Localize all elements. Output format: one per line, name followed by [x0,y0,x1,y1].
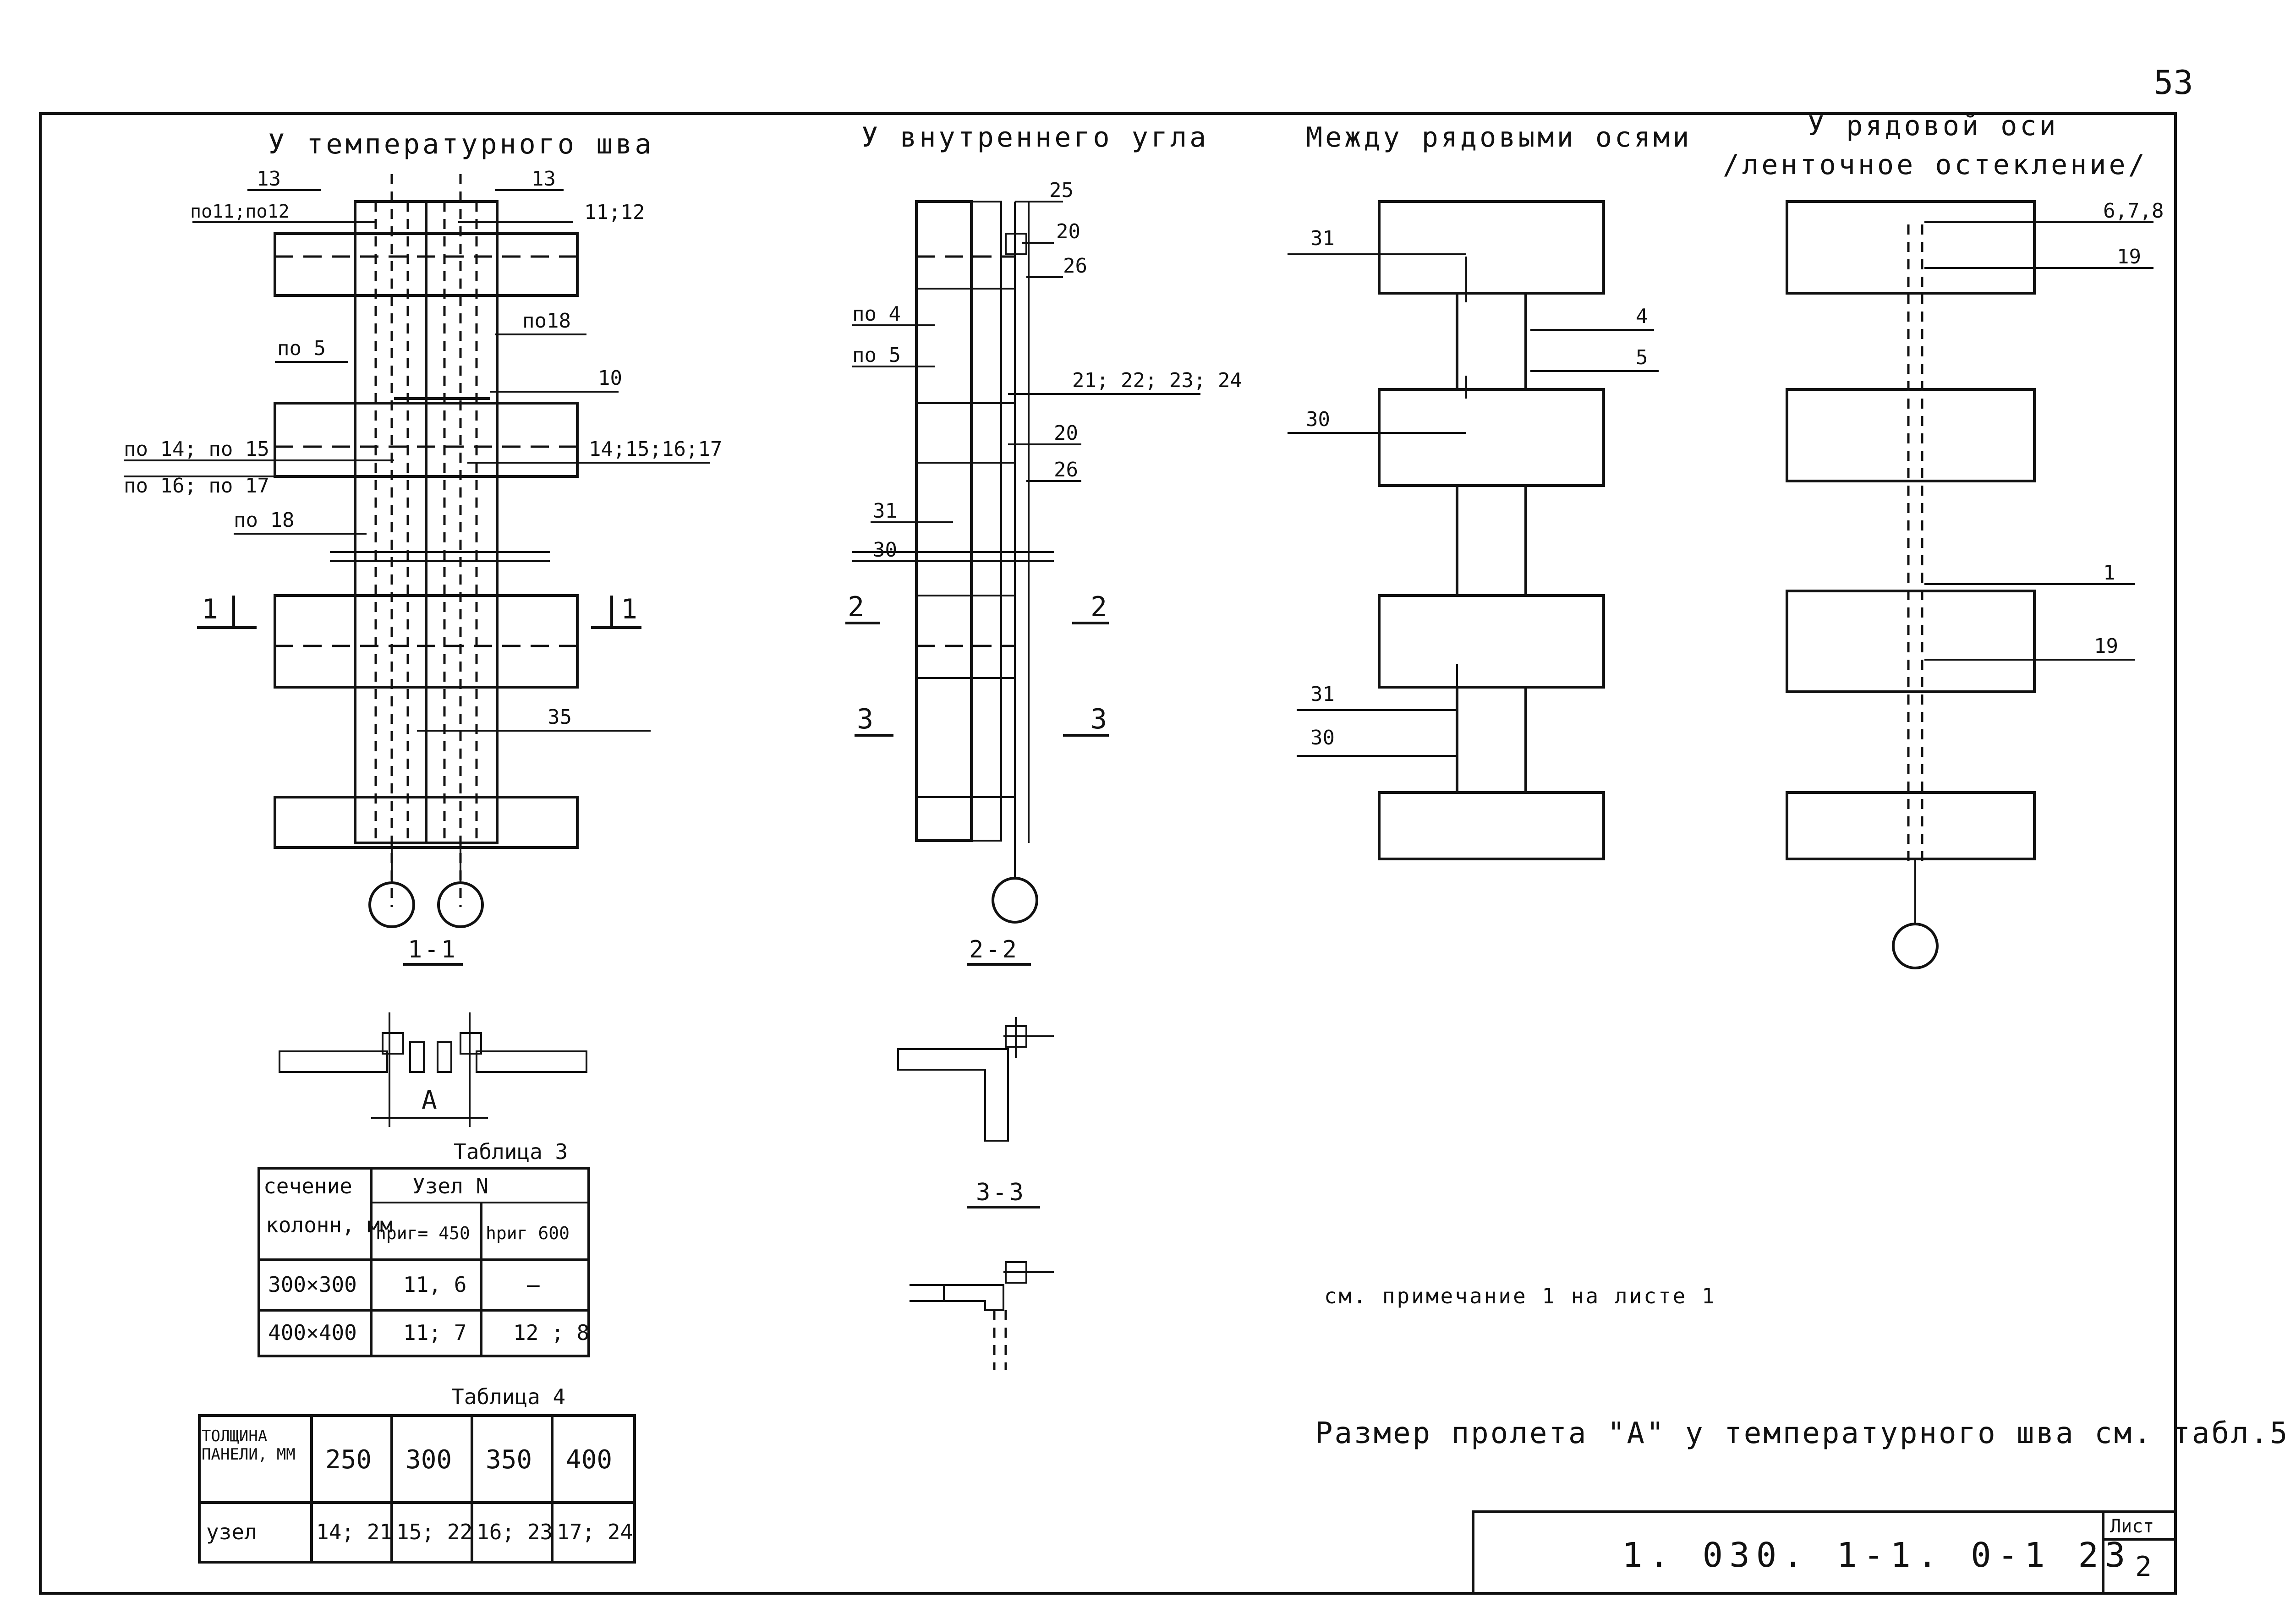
cut-1-left: 1 [202,593,218,625]
lbl-19-bottom: 19 [2094,634,2118,658]
row-axis-title-1: У рядовой оси [1808,110,2059,142]
cut-2-right: 2 [1090,591,1107,623]
inner-corner-title: У внутреннего угла [861,121,1209,153]
table3-sub-600: hриг 600 [486,1223,570,1243]
lbl-po14-po15: по 14; по 15 [124,437,269,461]
table3-head-node: Узел N [412,1174,488,1198]
cut-3-left: 3 [857,703,873,735]
table3-r2-v1: 11; 7 [403,1320,466,1345]
lbl-20-bottom: 20 [1054,421,1078,445]
lbl-5: 5 [1636,346,1648,369]
table4-n-1: 14; 21 [316,1520,392,1544]
lbl-25: 25 [1049,179,1074,202]
section-1-1: 1-1 [408,936,458,963]
lbl-31-corner: 31 [873,499,897,523]
table-3: Таблица 3 сечение колонн, мм Узел N hриг… [258,1139,590,1357]
lbl-20-top: 20 [1056,220,1080,243]
lbl-13-left: 13 [257,167,281,191]
lbl-30-top: 30 [1306,408,1330,431]
table4-n-4: 17; 24 [557,1520,633,1544]
lbl-14-15-16-17: 14;15;16;17 [589,437,722,461]
lbl-po18-top: по18 [522,309,571,333]
table3-r1-v1: 11, 6 [403,1272,466,1297]
lbl-po4: по 4 [852,302,901,326]
table3-head-columns: колонн, мм [266,1213,393,1237]
lbl-po16-po17: по 16; по 17 [124,474,269,498]
inner-corner-section: У внутреннего угла 25 20 26 по 4 по 5 [845,121,1242,1370]
lbl-26-bottom: 26 [1054,458,1078,481]
sheet-frame [39,112,2177,1595]
row-axis-section: У рядовой оси /ленточное остекление/ 6,7… [1723,110,2164,969]
table3-caption: Таблица 3 [454,1139,568,1164]
sheet-label: Лист [2110,1516,2154,1537]
lbl-po18-bottom: по 18 [234,509,294,532]
note-see-remark: см. примечание 1 на листе 1 [1324,1284,1716,1308]
page-number: 53 [2153,63,2193,102]
span-note: Размер пролета "А" у температурного шва … [1315,1416,2285,1450]
lbl-po5-corner: по 5 [852,344,901,367]
table3-r2-section: 400×400 [268,1320,357,1345]
lbl-30-corner: 30 [873,538,897,562]
lbl-po11-po12: по11;по12 [190,201,290,222]
lbl-21-22-23-24: 21; 22; 23; 24 [1072,369,1242,392]
title-block: 1. 030. 1-1. 0-1 23 Лист 2 [1472,1510,2177,1595]
lbl-13-right: 13 [532,167,556,191]
lbl-4: 4 [1636,305,1648,328]
lbl-10: 10 [598,366,622,390]
table3-r2-v2: 12 ; 8 [513,1320,589,1345]
table4-t-250: 250 [325,1445,372,1475]
table4-t-300: 300 [405,1445,452,1475]
row-axis-title-2: /ленточное остекление/ [1723,149,2148,181]
table4-head-thickness: толщина панели, мм [202,1427,296,1464]
table4-t-400: 400 [566,1445,612,1475]
section-2-2: 2-2 [969,936,1019,963]
lbl-30-bottom: 30 [1310,726,1335,749]
cut-2-left: 2 [848,591,864,623]
lbl-po5: по 5 [277,337,326,360]
lbl-35: 35 [548,705,572,729]
table3-sub-450: hриг= 450 [376,1223,470,1243]
sheet-number: 2 [2135,1551,2152,1583]
lbl-31-top: 31 [1310,227,1335,250]
cut-1-right: 1 [621,593,637,625]
table4-n-3: 16; 23 [477,1520,553,1544]
document-code: 1. 030. 1-1. 0-1 23 [1622,1536,2132,1575]
table4-t-350: 350 [486,1445,532,1475]
table-4: Таблица 4 толщина панели, мм узел 250 30… [198,1384,636,1564]
table4-head-node: узел [206,1520,257,1544]
lbl-6-7-8: 6,7,8 [2103,199,2164,223]
lbl-11-12: 11;12 [584,201,645,224]
lbl-26-top: 26 [1063,254,1087,278]
table3-r1-section: 300×300 [268,1272,357,1297]
plan-label-A: А [422,1085,437,1115]
lbl-31-bottom: 31 [1310,683,1335,706]
table4-caption: Таблица 4 [451,1384,565,1409]
lbl-1: 1 [2103,561,2115,585]
temp-joint-section: У температурного шва [124,128,722,966]
between-axes-section: Между рядовыми осями 31 4 5 30 31 30 [1288,121,1692,860]
lbl-19-top: 19 [2117,245,2141,268]
temp-joint-title: У температурного шва [268,128,654,160]
plan-detail-A: А [279,1012,587,1127]
table3-r1-v2: — [527,1272,540,1297]
table3-head-section: сечение [263,1174,352,1198]
section-3-3: 3-3 [976,1179,1026,1206]
table4-n-2: 15; 22 [396,1520,472,1544]
between-axes-title: Между рядовыми осями [1306,121,1692,153]
cut-3-right: 3 [1090,703,1107,735]
